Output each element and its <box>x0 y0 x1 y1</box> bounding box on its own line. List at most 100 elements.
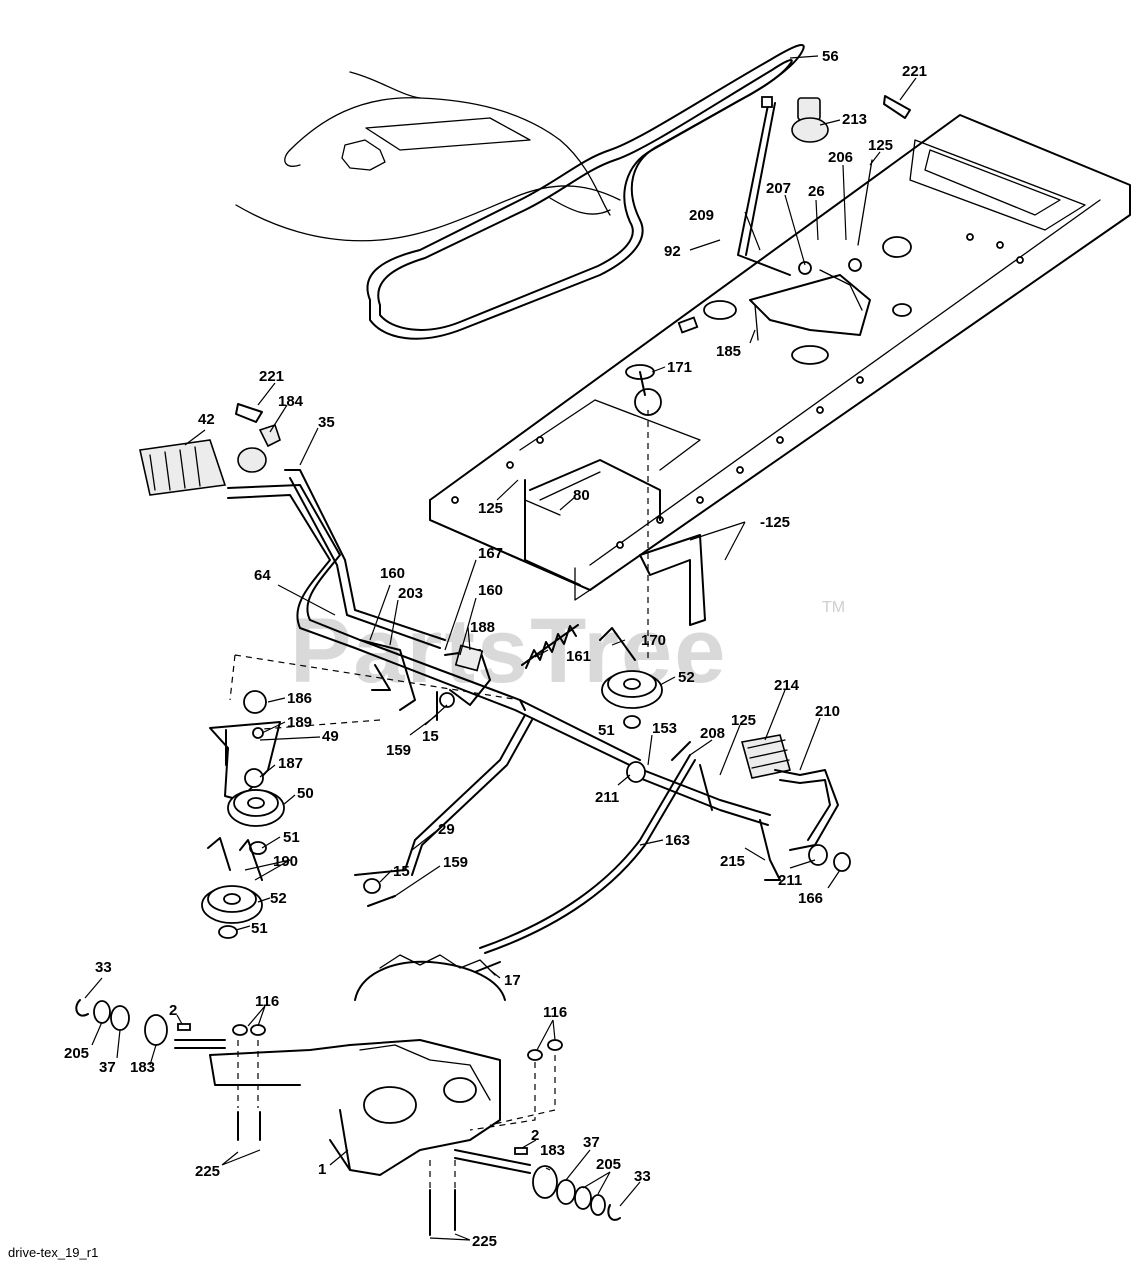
grip-42 <box>139 439 227 496</box>
callout-35: 35 <box>318 414 335 431</box>
callout-184: 184 <box>278 393 304 410</box>
callout-51-c: 51 <box>598 722 615 739</box>
callout-42: 42 <box>198 411 215 428</box>
callout-205-left: 205 <box>64 1045 89 1062</box>
bolt-171 <box>625 364 655 396</box>
callout-225-right: 225 <box>472 1233 497 1250</box>
drive-belt-56 <box>366 44 805 340</box>
spring-208 <box>671 741 691 761</box>
leader-lines <box>84 55 917 1241</box>
callout-80: 80 <box>573 487 590 504</box>
callout-209: 209 <box>689 207 714 224</box>
diagram-reference: drive-tex_19_r1 <box>8 1245 98 1260</box>
pulley-50 <box>227 789 285 827</box>
callout-160-a: 160 <box>380 565 405 582</box>
callout-160-b: 160 <box>478 582 503 599</box>
callout-183-right: 183 <box>540 1142 565 1159</box>
callout-205-right: 205 <box>596 1156 621 1173</box>
washer-205-left <box>93 1000 111 1024</box>
callout-225-left: 225 <box>195 1163 220 1180</box>
callout-15-lower: 15 <box>393 863 410 880</box>
callout-188: 188 <box>470 619 495 636</box>
callout-167: 167 <box>478 545 503 562</box>
idler-arm-189 <box>209 690 281 801</box>
callouts: 56 221 213 125 206 207 26 209 92 185 171… <box>64 48 927 1250</box>
nut-116-d <box>547 1039 563 1051</box>
nut-51-a <box>218 925 238 939</box>
callout-185: 185 <box>716 343 741 360</box>
callout-1: 1 <box>318 1161 326 1178</box>
callout-33-right: 33 <box>634 1168 651 1185</box>
pin-159-lower <box>367 895 396 907</box>
brake-arm-210 <box>774 769 839 851</box>
callout-37-right: 37 <box>583 1134 600 1151</box>
washer-37-right <box>556 1179 576 1205</box>
callout-221-left: 221 <box>259 368 284 385</box>
callout-33-left: 33 <box>95 959 112 976</box>
callout-17: 17 <box>504 972 521 989</box>
clip-221-left <box>235 403 263 423</box>
cable-163 <box>479 754 696 954</box>
callout-211-b: 211 <box>778 872 802 889</box>
callout-211-a: 211 <box>595 789 619 806</box>
callout-125-brake: 125 <box>731 712 756 729</box>
callout-159-upper: 159 <box>386 742 411 759</box>
callout-213: 213 <box>842 111 867 128</box>
pedal-214 <box>740 734 792 779</box>
callout-221-top: 221 <box>902 63 927 80</box>
callout-56: 56 <box>822 48 839 65</box>
transaxle <box>174 954 531 1176</box>
alignment-lines <box>237 410 649 1188</box>
brake-shaft <box>629 764 781 881</box>
clip-33-right <box>607 1204 621 1221</box>
callout-52-left: 52 <box>270 890 287 907</box>
nut-51-c <box>623 715 641 729</box>
watermark-tm: TM <box>822 599 845 616</box>
clip-33-left <box>75 999 89 1017</box>
callout-153: 153 <box>652 720 677 737</box>
callout-116-right: 116 <box>543 1004 567 1021</box>
callout-208: 208 <box>700 725 725 742</box>
callout-183-left: 183 <box>130 1059 155 1076</box>
callout-215: 215 <box>720 853 745 870</box>
callout-15-upper: 15 <box>422 728 439 745</box>
callout-206: 206 <box>828 149 853 166</box>
callout-210: 210 <box>815 703 840 720</box>
callout-214: 214 <box>774 677 800 694</box>
callout-170: 170 <box>641 632 666 649</box>
pulley-52-right <box>601 670 663 709</box>
idler-bracket-188 <box>359 639 491 721</box>
callout-125-top: 125 <box>868 137 893 154</box>
bearing-183-right <box>532 1165 558 1199</box>
callout-207: 207 <box>766 180 791 197</box>
washer-15-lower <box>363 878 381 894</box>
washer-166 <box>833 852 851 872</box>
knob-213 <box>791 97 829 143</box>
pedal-rod-35 <box>284 469 446 649</box>
callout-125-mid: 125 <box>478 500 503 517</box>
callout-159-lower: 159 <box>443 854 468 871</box>
nut-116-a <box>232 1024 248 1036</box>
clip-221-top <box>883 95 911 119</box>
key-2-right <box>514 1147 528 1155</box>
callout-49: 49 <box>322 728 339 745</box>
callout-37-left: 37 <box>99 1059 116 1076</box>
nut-116-b <box>250 1024 266 1036</box>
control-lever-209 <box>737 96 873 341</box>
rod-29 <box>354 714 533 876</box>
callout-171: 171 <box>667 359 692 376</box>
clip-170 <box>599 627 636 661</box>
callout-52-right: 52 <box>678 669 695 686</box>
callout-2-right: 2 <box>531 1127 539 1144</box>
cap-184 <box>237 423 281 473</box>
callout-92: 92 <box>664 243 681 260</box>
callout-26: 26 <box>808 183 825 200</box>
key-2-left <box>177 1023 191 1031</box>
washer-205-right-b <box>590 1194 606 1216</box>
callout-51-a: 51 <box>251 920 268 937</box>
fender-shroud <box>235 71 621 242</box>
callout-125-right: -125 <box>760 514 790 531</box>
pulley-52-left <box>201 885 263 924</box>
nut-116-c <box>527 1049 543 1061</box>
